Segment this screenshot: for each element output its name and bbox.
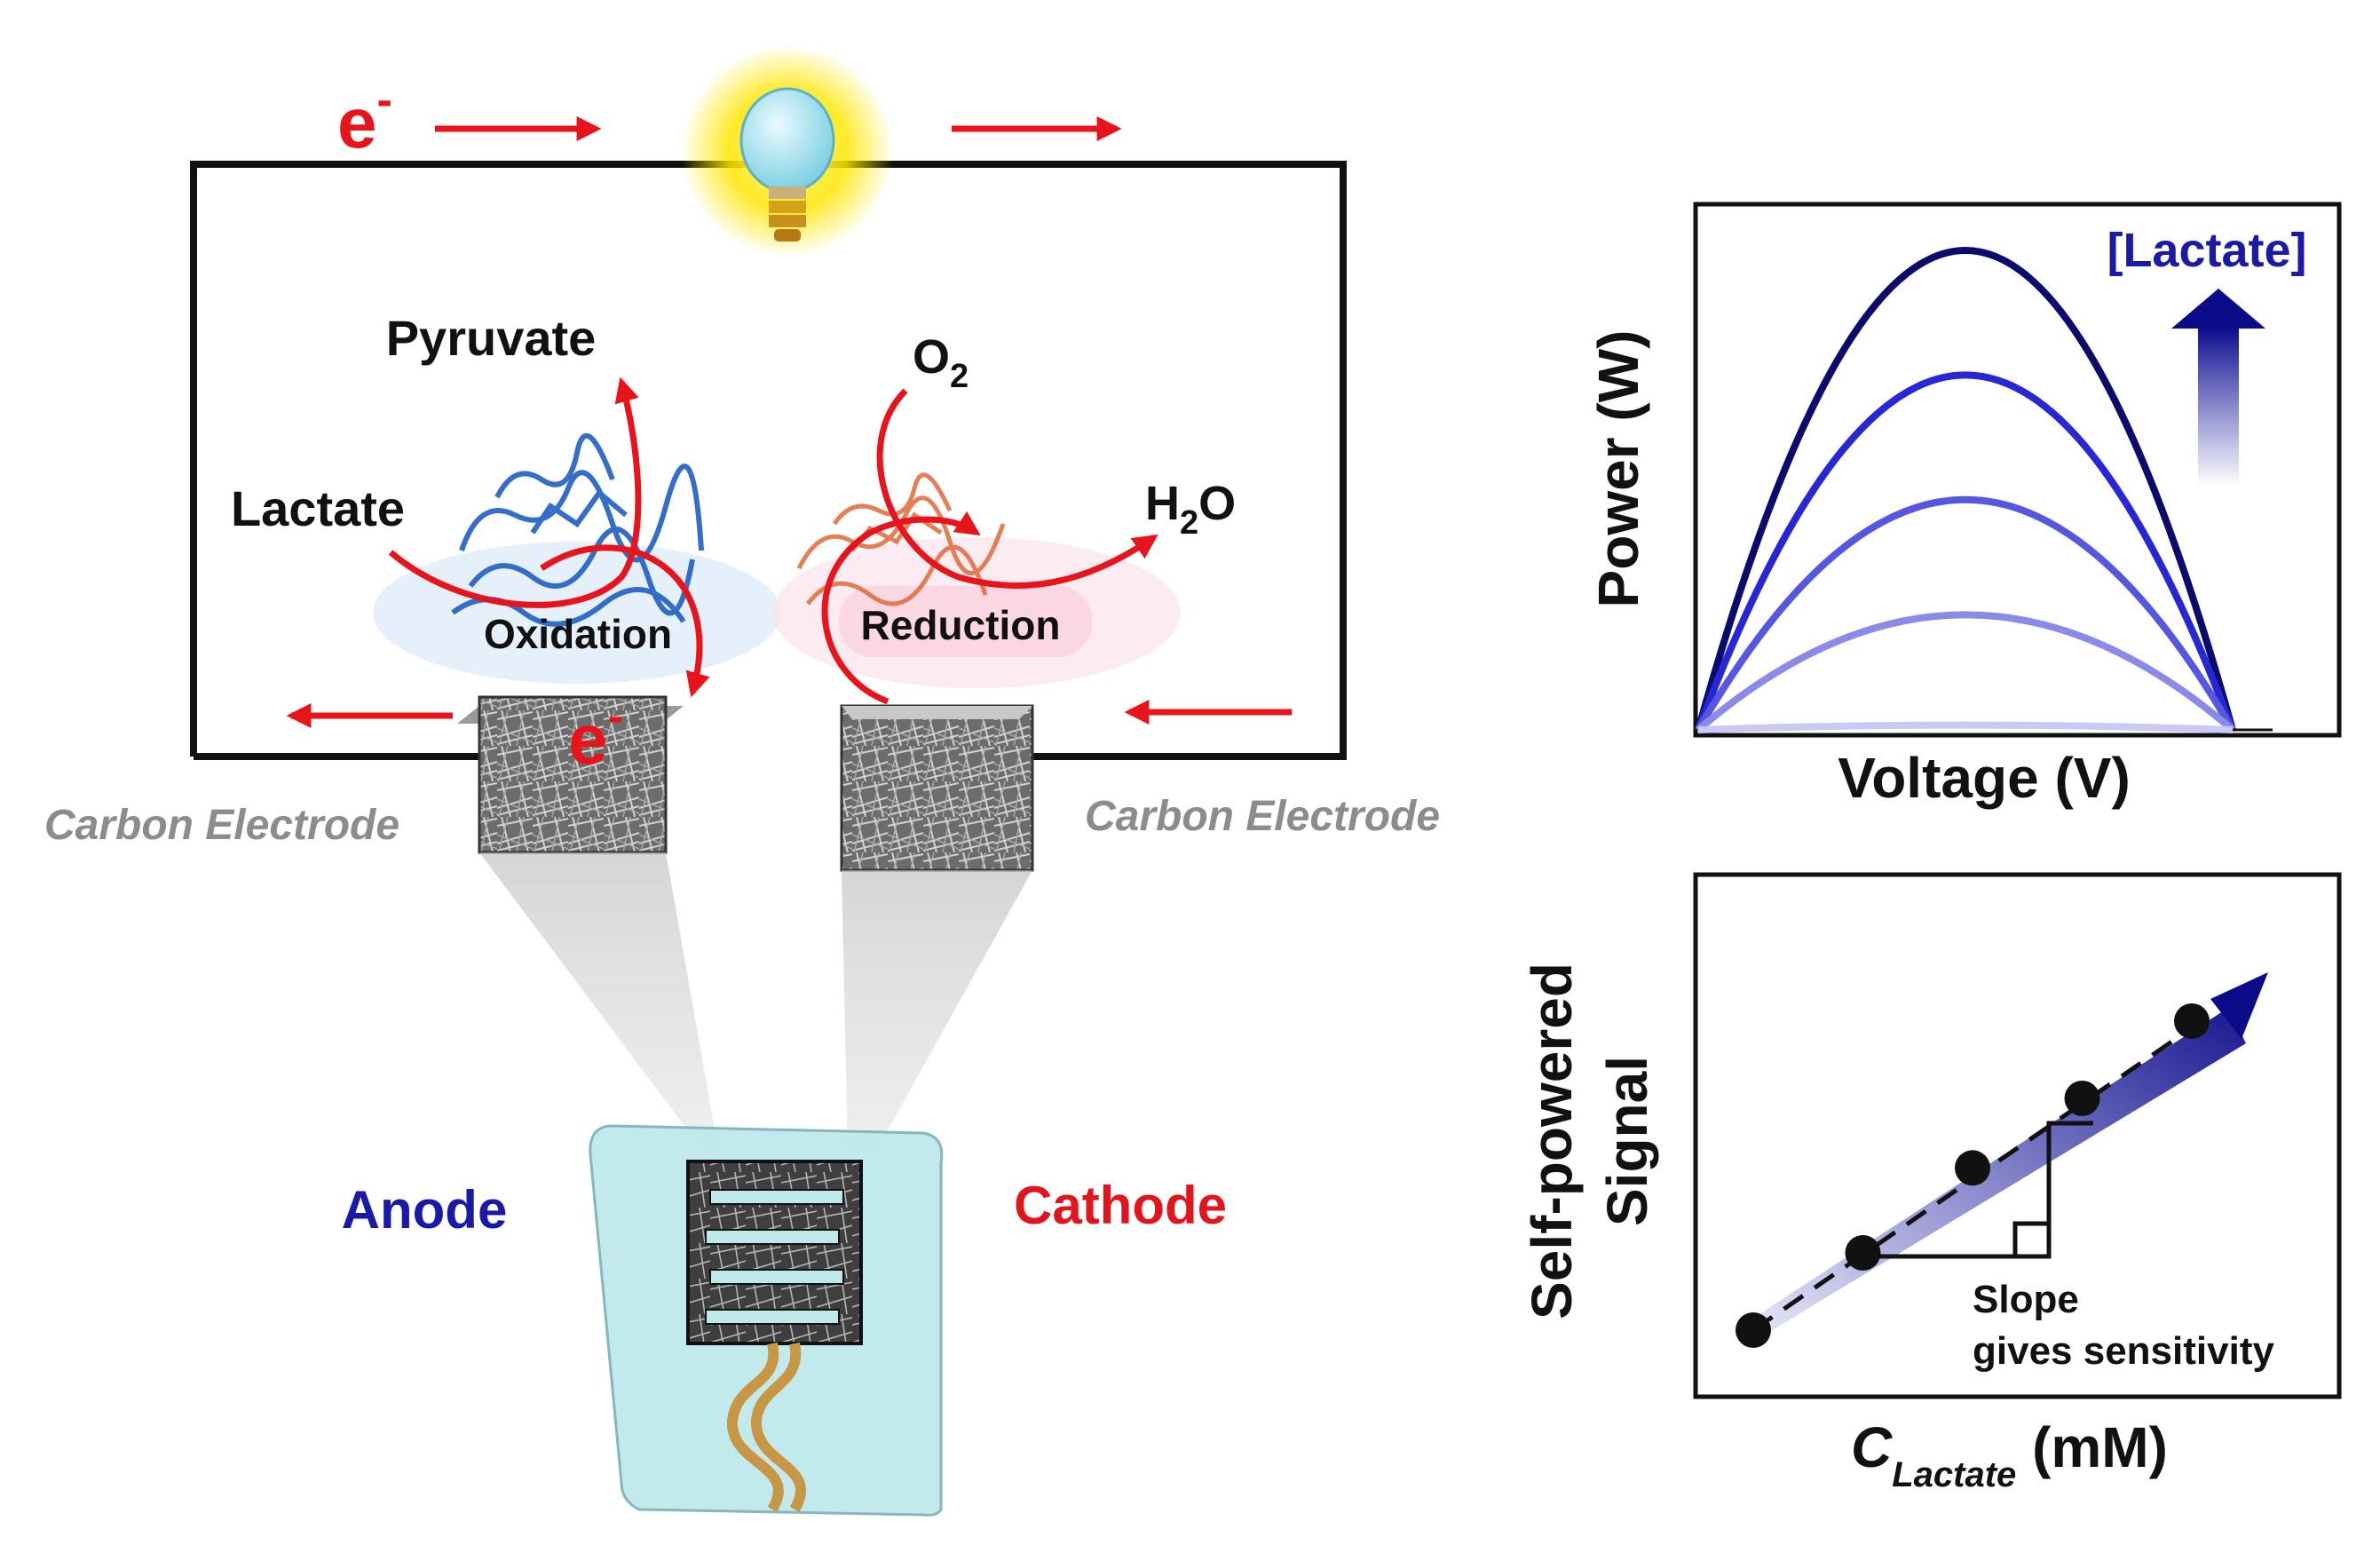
left-electrode-label: Carbon Electrode (44, 802, 399, 849)
wearable-patch (589, 1124, 944, 1517)
reaction-arrows (388, 376, 1158, 705)
cathode-zoom-beam (842, 870, 1032, 1154)
signal-ylabel-line2: Signal (1595, 1056, 1659, 1226)
anode-label: Anode (342, 1180, 508, 1240)
increase-arrow-icon (2171, 289, 2265, 487)
signal-points (1736, 1003, 2210, 1348)
lactate-to-pyruvate-arrow (388, 376, 642, 608)
cathode-label: Cathode (1014, 1176, 1227, 1235)
signal-chart: Slope gives sensitivity Self-powered Sig… (1520, 872, 2342, 1494)
data-point-3 (1955, 1150, 1990, 1186)
data-point-4 (2064, 1081, 2100, 1116)
power-curve-4 (1696, 611, 2235, 733)
power-curves (1695, 247, 2236, 733)
anode-electron-label: e- (568, 691, 623, 779)
anode-electron-arrow (540, 544, 710, 698)
pyruvate-label: Pyruvate (386, 310, 597, 366)
lactate-legend-label: [Lactate] (2107, 224, 2306, 277)
cathode-electron-arrow (821, 511, 981, 705)
power-curve-5 (1697, 721, 2234, 733)
data-point-5 (2174, 1003, 2210, 1039)
circuit: e- (190, 44, 1347, 760)
oxygen-label: O2 (913, 330, 969, 395)
signal-ylabel-line1: Self-powered (1520, 963, 1584, 1319)
water-label: H2O (1145, 477, 1236, 542)
power-xlabel: Voltage (V) (1838, 746, 2131, 810)
oxygen-consumption-arrow (876, 388, 1158, 590)
slope-note-line1: Slope (1973, 1278, 2079, 1321)
oxidation-label: Oxidation (484, 611, 672, 657)
right-electrode-label: Carbon Electrode (1085, 793, 1440, 840)
power-curve-2 (1695, 371, 2236, 732)
serpentine-interconnect (727, 1342, 784, 1513)
power-curve-1 (1695, 247, 2236, 732)
power-curve-3 (1695, 495, 2236, 733)
interdigitated-electrodes (686, 1160, 863, 1345)
reduction-label: Reduction (861, 602, 1061, 648)
signal-xlabel: CLactate (mM) (1851, 1415, 2168, 1494)
lactate-label: Lactate (231, 480, 405, 536)
data-point-1 (1736, 1312, 1771, 1348)
power-chart: Power (W) Voltage (V) [Lactate] (1586, 202, 2342, 810)
light-bulb-icon (681, 44, 894, 258)
cathode-enzyme: Reduction (772, 472, 1181, 688)
anode-zoom-beam (479, 852, 719, 1154)
circuit-wire (190, 161, 1347, 760)
power-chart-frame (1693, 202, 2342, 738)
slope-note-line2: gives sensitivity (1973, 1329, 2274, 1373)
electron-top-label: e- (337, 75, 392, 162)
data-point-2 (1845, 1235, 1881, 1271)
anode-enzyme: Oxidation (373, 432, 781, 684)
slope-triangle (1848, 1121, 2093, 1259)
anode-electrode: e- (457, 691, 684, 854)
cathode-electrode (840, 704, 1034, 872)
power-ylabel: Power (W) (1586, 330, 1650, 608)
